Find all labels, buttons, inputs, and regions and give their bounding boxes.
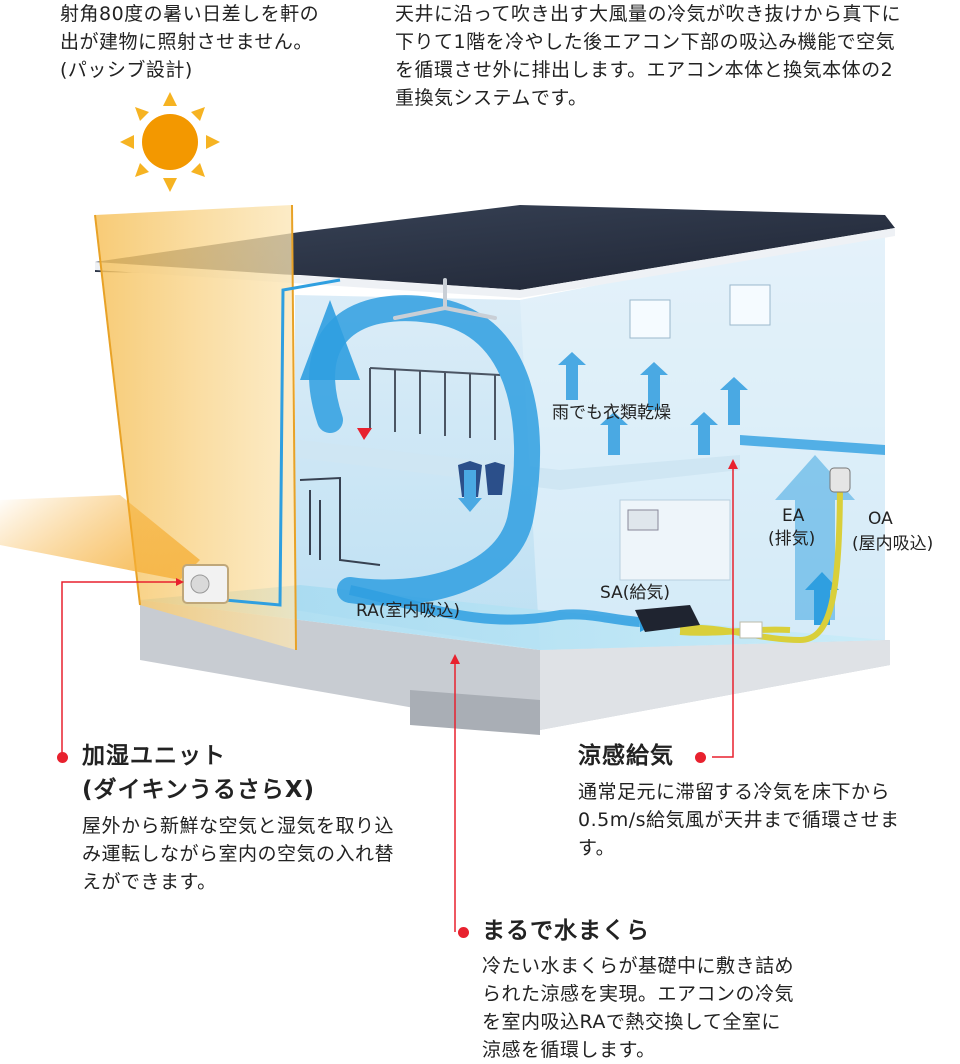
callout-humidifier-title-1: 加湿ユニット bbox=[82, 743, 226, 769]
label-oa-sub: (屋内吸込) bbox=[852, 534, 934, 554]
label-ea-sub: (排気) bbox=[768, 529, 816, 549]
callout-water-pillow-body: 冷たい水まくらが基礎中に敷き詰められた涼感を実現。エアコンの冷気を室内吸込RAで… bbox=[482, 955, 795, 1061]
label-oa: OA bbox=[868, 509, 893, 529]
label-drying: 雨でも衣類乾燥 bbox=[552, 403, 671, 423]
callout-marker bbox=[695, 752, 706, 763]
callout-water-pillow-title: まるで水まくら bbox=[482, 918, 650, 944]
callout-humidifier-title-2: (ダイキンうるさらX) bbox=[82, 777, 316, 803]
callout-humidifier-body: 屋外から新鮮な空気と湿気を取り込み運転しながら室内の空気の入れ替えができます。 bbox=[82, 815, 395, 893]
label-ra: RA(室内吸込) bbox=[356, 601, 461, 621]
callout-marker bbox=[458, 927, 469, 938]
callout-cool-supply-title: 涼感給気 bbox=[578, 743, 674, 769]
sun-icon bbox=[120, 92, 220, 192]
callout-cool-supply-body: 通常足元に滞留する冷気を床下から0.5m/s給気風が天井まで循環させます。 bbox=[578, 781, 900, 859]
label-ea: EA bbox=[782, 506, 805, 526]
top-left-text: 射角80度の暑い日差しを軒の出が建物に照射させません。(パッシブ設計) bbox=[60, 3, 320, 81]
label-sa: SA(給気) bbox=[600, 583, 671, 603]
callout-marker bbox=[57, 752, 68, 763]
top-right-text: 天井に沿って吹き出す大風量の冷気が吹き抜けから真下に下りて1階を冷やした後エアコ… bbox=[395, 3, 902, 109]
